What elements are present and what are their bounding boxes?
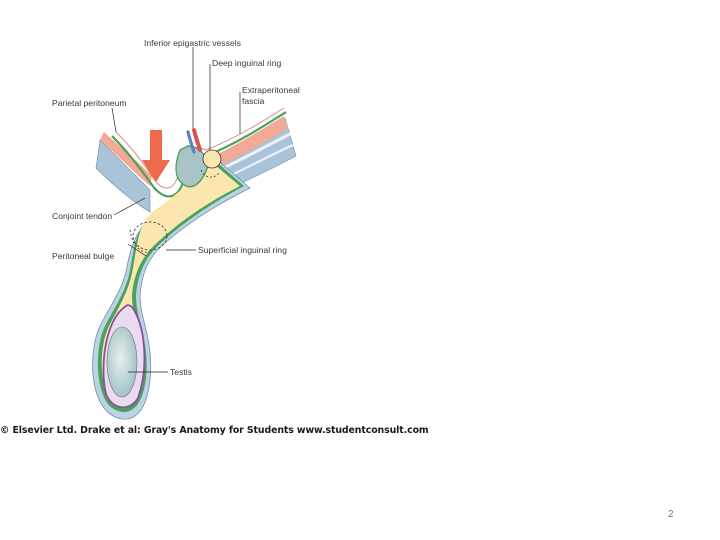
copyright-credit: © Elsevier Ltd. Drake et al: Gray's Anat… (0, 425, 429, 436)
label-extraperitoneal-1: Extraperitoneal (242, 85, 300, 95)
label-peritoneal-bulge: Peritoneal bulge (52, 251, 114, 261)
label-conjoint-tendon: Conjoint tendon (52, 211, 112, 221)
label-superficial-ring: Superficial inguinal ring (198, 245, 287, 255)
deep-ring-circle (203, 150, 221, 168)
testis-shape (107, 327, 137, 397)
label-testis: Testis (170, 367, 192, 377)
label-extraperitoneal-2: fascia (242, 96, 265, 106)
leader-conjoint-tendon (114, 198, 145, 215)
page-number: 2 (668, 509, 674, 520)
label-parietal-peritoneum: Parietal peritoneum (52, 98, 127, 108)
label-deep-ring: Deep inguinal ring (212, 58, 281, 68)
label-inferior-epigastric: Inferior epigastric vessels (144, 38, 241, 48)
leader-parietal-peritoneum (112, 108, 116, 132)
